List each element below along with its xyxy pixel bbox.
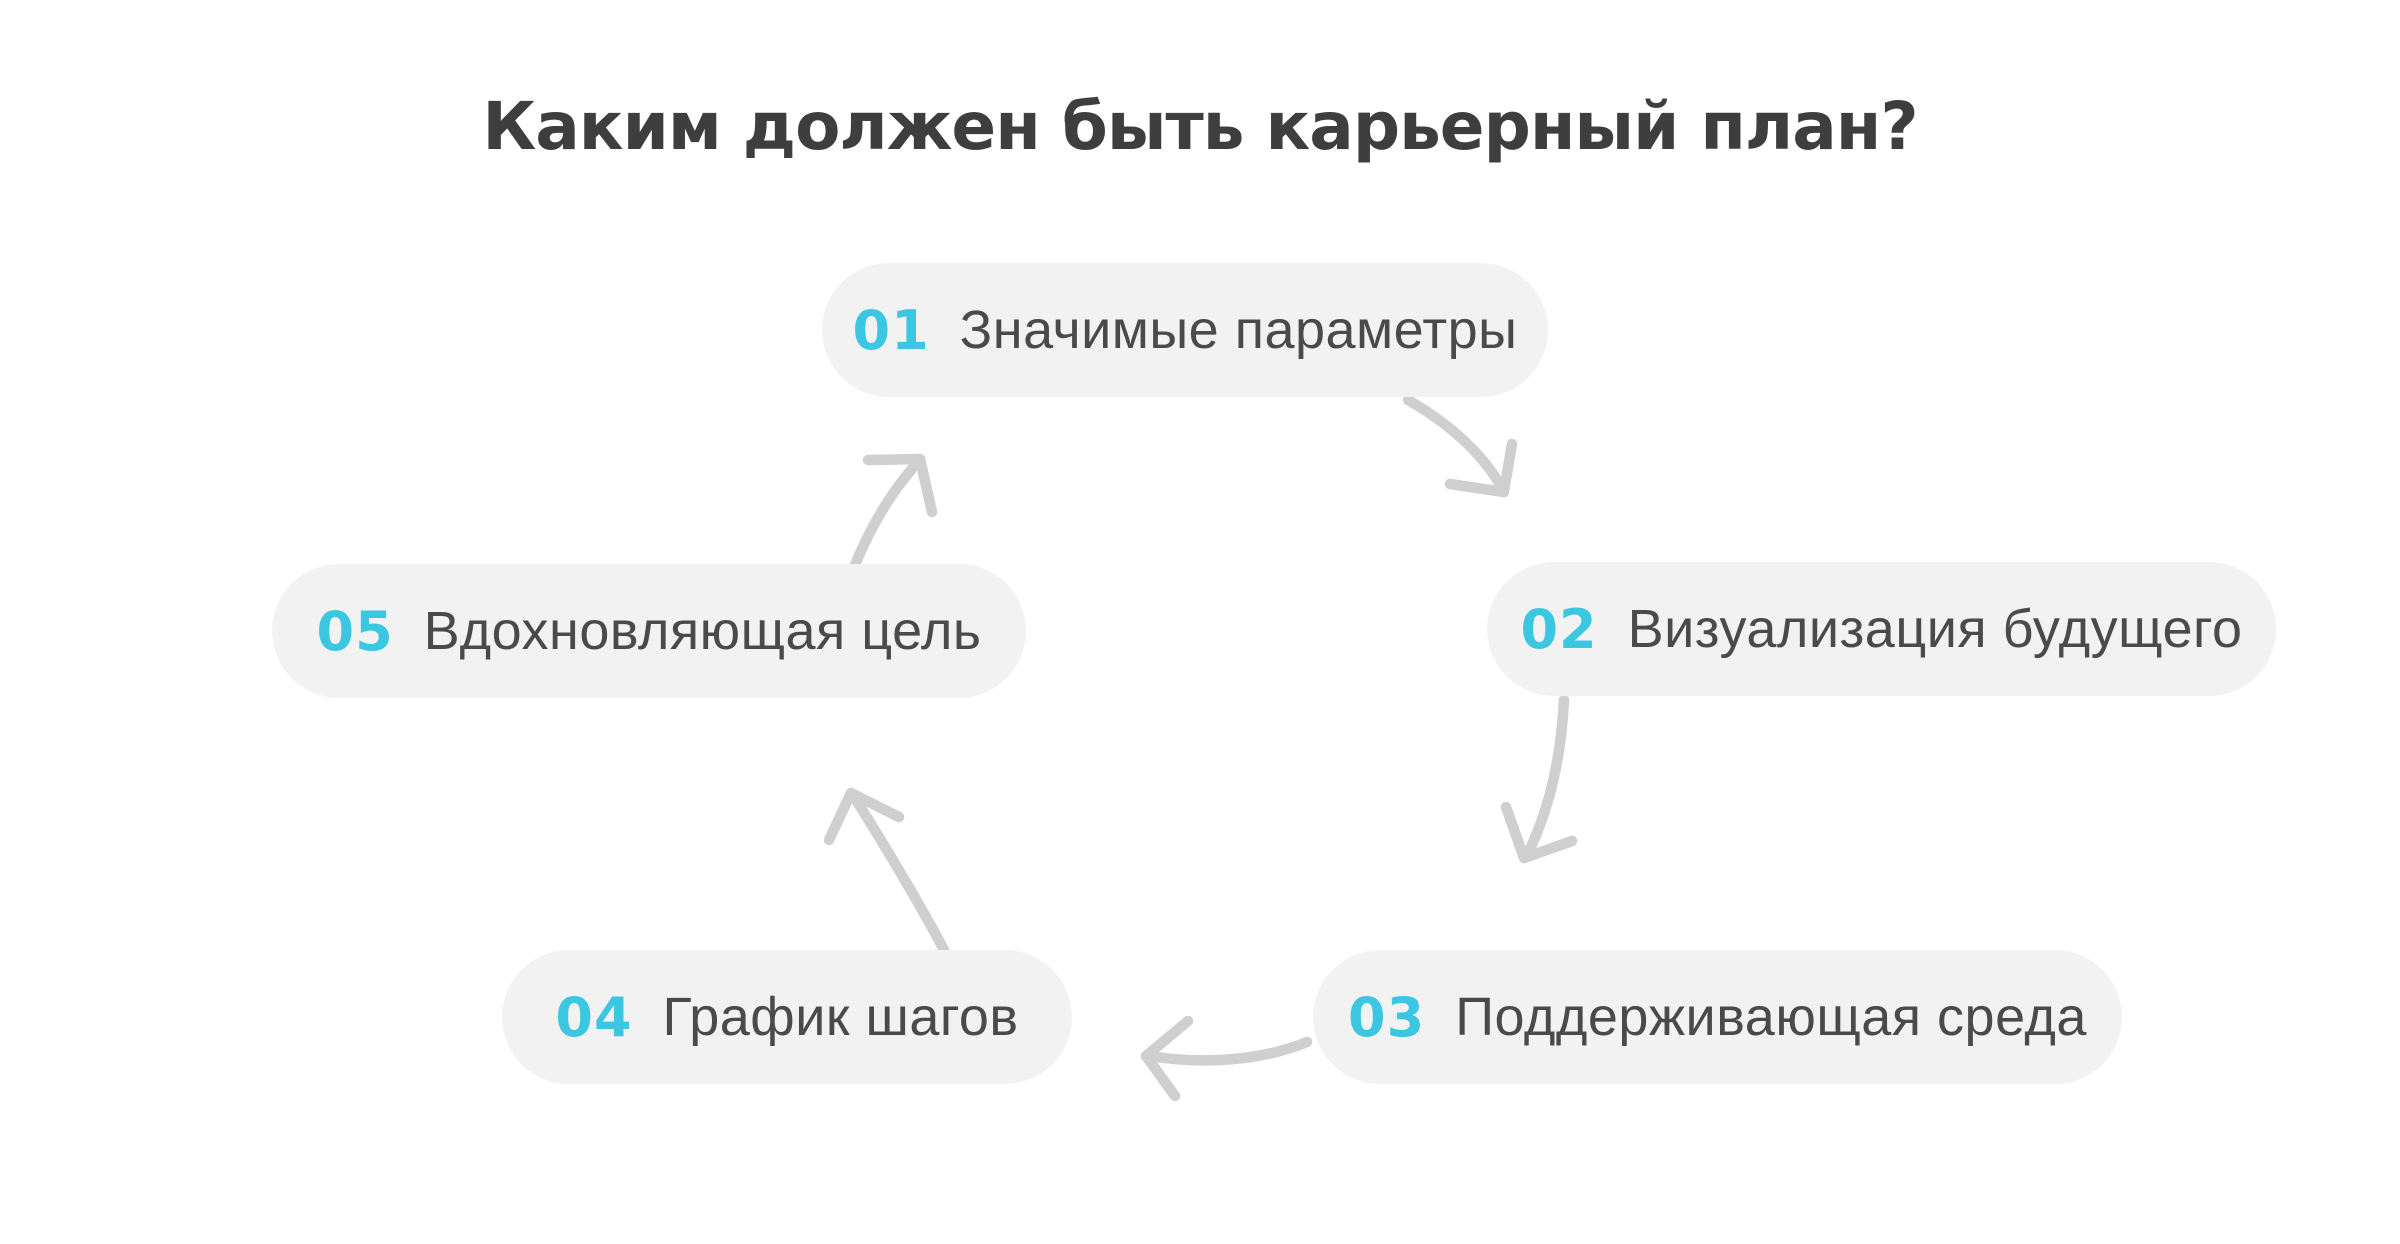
step-pill-04: 04 График шагов xyxy=(502,950,1072,1084)
step-04-number: 04 xyxy=(555,985,633,1049)
step-05-number: 05 xyxy=(316,599,394,663)
step-05-label: Вдохновляющая цель xyxy=(423,601,982,661)
step-02-label: Визуализация будущего xyxy=(1627,599,2243,659)
step-02-number: 02 xyxy=(1520,597,1598,661)
page-title: Каким должен быть карьерный план? xyxy=(482,88,1918,165)
step-pill-03: 03 Поддерживающая среда xyxy=(1313,950,2122,1084)
step-04-label: График шагов xyxy=(662,987,1019,1047)
step-pill-02: 02 Визуализация будущего xyxy=(1487,562,2276,696)
arrow-step5-to-step1-icon xyxy=(849,453,938,571)
step-pill-01: 01 Значимые параметры xyxy=(822,263,1548,397)
arrow-step3-to-step4-icon xyxy=(1140,1015,1313,1102)
step-pill-05: 05 Вдохновляющая цель xyxy=(272,564,1026,698)
step-01-label: Значимые параметры xyxy=(959,300,1518,360)
arrow-step4-to-step5-icon xyxy=(823,787,950,956)
arrow-step1-to-step2-icon xyxy=(1402,394,1518,498)
step-03-label: Поддерживающая среда xyxy=(1455,987,2087,1047)
step-03-number: 03 xyxy=(1348,985,1426,1049)
arrow-step2-to-step3-icon xyxy=(1500,694,1578,864)
step-01-number: 01 xyxy=(852,298,930,362)
